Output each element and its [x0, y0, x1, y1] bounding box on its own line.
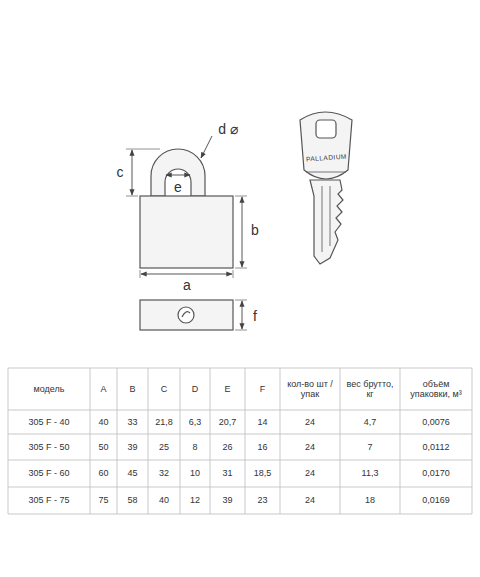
dimension-label: b: [251, 222, 259, 238]
key: [300, 112, 352, 264]
table-header: C: [150, 384, 178, 394]
table-cell: 24: [282, 495, 338, 505]
table-header: A: [92, 384, 115, 394]
table-cell: 305 F - 40: [10, 417, 88, 427]
table-cell: 40: [150, 495, 178, 505]
table-cell: 14: [247, 417, 278, 427]
table-cell: 8: [182, 442, 208, 452]
table-cell: 20,7: [212, 417, 243, 427]
table-cell: 50: [92, 442, 115, 452]
table-cell: 39: [119, 442, 146, 452]
dimension-label: d ⌀: [218, 121, 238, 137]
dimension-label: c: [117, 164, 124, 180]
table-cell: 40: [92, 417, 115, 427]
table-cell: 10: [182, 468, 208, 478]
lock-body: [140, 196, 233, 268]
table-cell: 0,0112: [402, 442, 470, 452]
table-cell: 39: [212, 495, 243, 505]
table-cell: 16: [247, 442, 278, 452]
table-header: D: [182, 384, 208, 394]
table-cell: 6,3: [182, 417, 208, 427]
table-cell: 75: [92, 495, 115, 505]
table-cell: 26: [212, 442, 243, 452]
dimension-lines: [132, 136, 242, 329]
dimension-label: a: [183, 277, 191, 293]
table-header: объём упаковки, м³: [402, 379, 470, 400]
table-cell: 18,5: [247, 468, 278, 478]
table-header: модель: [10, 384, 88, 394]
table-cell: 23: [247, 495, 278, 505]
table-cell: 11,3: [342, 468, 398, 478]
table-cell: 25: [150, 442, 178, 452]
table-cell: 31: [212, 468, 243, 478]
lock-bottom-view: [140, 300, 233, 330]
extension-lines: [126, 149, 247, 330]
table-cell: 18: [342, 495, 398, 505]
table-grid: [8, 368, 472, 514]
table-header: F: [247, 384, 278, 394]
table-cell: 7: [342, 442, 398, 452]
table-cell: 0,0170: [402, 468, 470, 478]
table-header: кол-во шт / упак: [282, 379, 338, 400]
table-cell: 0,0169: [402, 495, 470, 505]
table-cell: 24: [282, 442, 338, 452]
table-cell: 32: [150, 468, 178, 478]
keyway: [182, 312, 190, 317]
shackle: [151, 149, 205, 196]
table-cell: 305 F - 50: [10, 442, 88, 452]
table-header: B: [119, 384, 146, 394]
dimension-label: f: [253, 308, 257, 324]
keyhole: [178, 307, 194, 323]
table-cell: 305 F - 75: [10, 495, 88, 505]
table-cell: 33: [119, 417, 146, 427]
table-cell: 12: [182, 495, 208, 505]
table-cell: 21,8: [150, 417, 178, 427]
table-cell: 24: [282, 468, 338, 478]
table-cell: 60: [92, 468, 115, 478]
table-header: E: [212, 384, 243, 394]
table-cell: 58: [119, 495, 146, 505]
dimension-label: e: [174, 179, 182, 195]
table-cell: 24: [282, 417, 338, 427]
table-cell: 45: [119, 468, 146, 478]
table-cell: 4,7: [342, 417, 398, 427]
brand-mark: PALLADIUM: [305, 153, 346, 163]
table-cell: 0,0076: [402, 417, 470, 427]
table-cell: 305 F - 60: [10, 468, 88, 478]
table-header: вес брутто, кг: [342, 379, 398, 400]
